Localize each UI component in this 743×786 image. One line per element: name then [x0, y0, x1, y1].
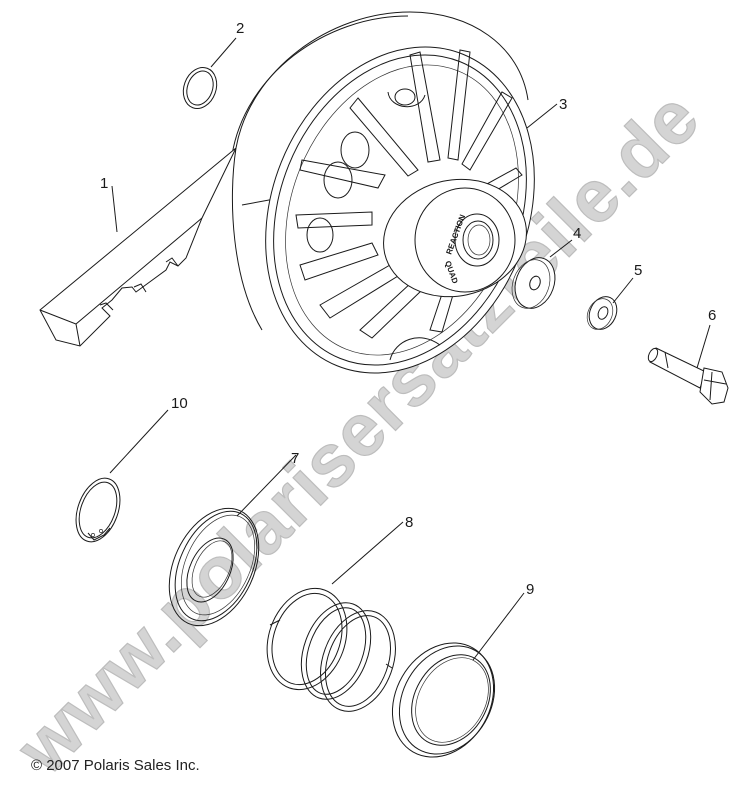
callout-8: 8	[331, 514, 413, 585]
part-2-o-ring	[182, 67, 218, 109]
callout-10: 10	[109, 395, 188, 474]
copyright-text: © 2007 Polaris Sales Inc.	[31, 757, 200, 774]
callout-4: 4	[549, 225, 581, 258]
part-9-seal	[391, 642, 496, 758]
svg-text:2: 2	[236, 20, 244, 37]
svg-text:1: 1	[100, 175, 108, 192]
part-10-snap-ring	[75, 477, 121, 543]
part-4-large-washer	[511, 257, 556, 309]
svg-text:10: 10	[171, 395, 188, 412]
part-6-hex-bolt	[647, 347, 729, 405]
callout-3: 3	[526, 96, 567, 129]
callout-1: 1	[100, 175, 118, 233]
callout-5: 5	[612, 262, 642, 304]
svg-text:7: 7	[291, 450, 299, 467]
hub: REACTION QUAD	[383, 178, 527, 298]
callout-2: 2	[210, 20, 244, 68]
part-8-spring	[266, 587, 396, 712]
part-7-spring-seat	[168, 507, 260, 627]
svg-text:4: 4	[573, 225, 581, 242]
svg-text:5: 5	[634, 262, 642, 279]
svg-text:8: 8	[405, 514, 413, 531]
callout-6: 6	[696, 307, 716, 369]
svg-text:9: 9	[526, 581, 534, 598]
svg-text:6: 6	[708, 307, 716, 324]
svg-text:3: 3	[559, 96, 567, 113]
part-5-small-washer	[586, 296, 618, 330]
part-3-driven-clutch: REACTION QUAD	[231, 11, 535, 374]
part-1-drive-belt	[39, 147, 237, 347]
callout-9: 9	[472, 581, 534, 661]
callouts: 1 2 3 4 5 6 7 10	[100, 20, 716, 661]
callout-7: 7	[236, 450, 299, 517]
